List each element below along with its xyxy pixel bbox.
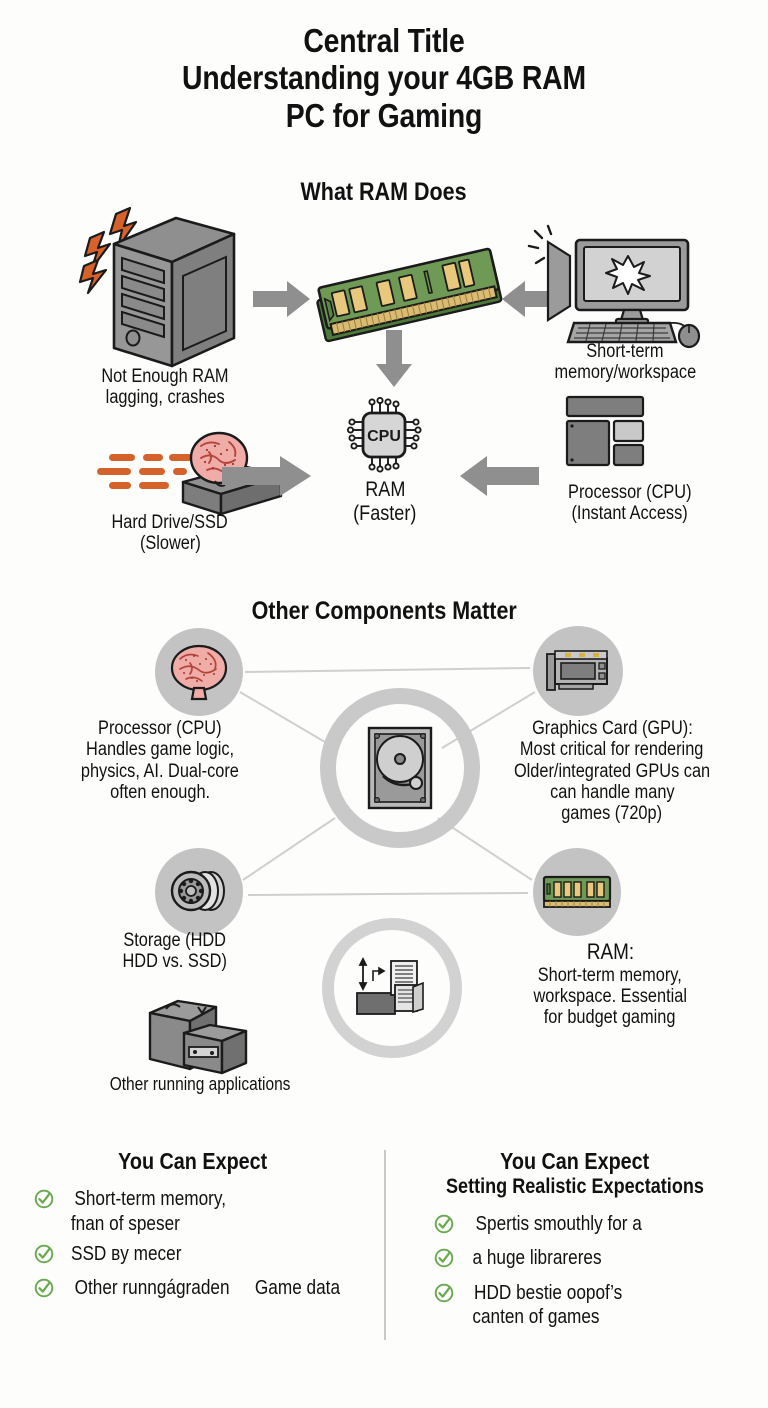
page-title: Central Title Understanding your 4GB RAM… xyxy=(0,22,768,134)
graphics-card-icon xyxy=(546,650,608,691)
check-circle-icon xyxy=(434,1283,454,1309)
expect-left-list: Short-term memory, fnan of speser SSD вy… xyxy=(20,1187,366,1305)
gpu-node-label: Graphics Card (GPU): Most critical for r… xyxy=(513,718,711,825)
cpu-chip-icon: CPU xyxy=(346,396,422,473)
arrow-ram-down xyxy=(375,330,413,388)
title-line-3: PC for Gaming xyxy=(285,96,483,134)
list-item: Short-term memory, fnan of speser xyxy=(34,1187,366,1236)
node-ram[interactable] xyxy=(533,848,621,936)
list-item: a huge librareres xyxy=(434,1246,750,1274)
title-line-2: Understanding your 4GB RAM xyxy=(182,59,586,97)
arrow-processor-to-ram xyxy=(460,455,540,497)
other-components-matter-heading: Other Components Matter xyxy=(251,597,517,625)
short-term-memory-label: Short-term memory/workspace xyxy=(554,341,696,384)
expect-right-list: Spertis smouthly for a a huge librareres xyxy=(400,1212,750,1330)
arrow-tower-to-ram xyxy=(253,280,311,318)
expect-left-panel: You Can Expect Short-term memory, fnan o… xyxy=(20,1148,366,1305)
list-item: Spertis smouthly for a xyxy=(434,1212,750,1240)
brain-icon xyxy=(170,644,228,701)
other-running-applications-label: Other running applications xyxy=(109,1074,291,1094)
title-line-1: Central Title xyxy=(303,22,465,59)
check-circle-icon xyxy=(34,1244,54,1270)
check-circle-icon xyxy=(34,1189,54,1215)
list-item: Other runngágraden Game data xyxy=(34,1276,366,1304)
ram-stick-icon xyxy=(308,240,508,350)
list-item: SSD вy mecer xyxy=(34,1242,366,1270)
disk-platters-icon xyxy=(170,870,225,912)
processor-instant-access-label: Processor (CPU) (Instant Access) xyxy=(568,482,692,525)
pc-tower-overheating-icon xyxy=(70,196,260,381)
arrow-monitor-to-ram xyxy=(502,280,560,318)
expect-left-title: You Can Expect xyxy=(118,1148,268,1174)
hub-data-transfer[interactable] xyxy=(322,918,462,1058)
expect-right-subtitle: Setting Realistic Expectations xyxy=(446,1175,704,1199)
hard-drive-ssd-label: Hard Drive/SSD (Slower) xyxy=(111,512,229,555)
server-towers-icon xyxy=(140,995,252,1075)
list-item: HDD bestie oopof’s canten of games xyxy=(434,1281,750,1330)
ram-module-icon xyxy=(542,875,612,908)
hub-hard-disk-drive[interactable] xyxy=(320,688,480,848)
arrow-harddrive-to-ram xyxy=(222,455,312,497)
storage-node-label: Storage (HDD HDD vs. SSD) xyxy=(122,930,228,973)
cpu-node-label: Processor (CPU) Handles game logic, phys… xyxy=(80,718,240,803)
check-circle-icon xyxy=(434,1214,454,1240)
not-enough-ram-label: Not Enough RAM lagging, crashes xyxy=(101,366,229,409)
svg-text:CPU: CPU xyxy=(367,428,401,445)
expect-right-title: You Can Expect xyxy=(500,1148,650,1174)
node-storage[interactable] xyxy=(155,848,243,936)
data-transfer-documents-icon xyxy=(356,957,424,1015)
hard-disk-drive-icon xyxy=(367,726,433,810)
ram-node-label: RAM: Short-term memory, workspace. Essen… xyxy=(533,939,687,1029)
block-diagram-icon xyxy=(565,395,645,467)
what-ram-does-heading: What RAM Does xyxy=(300,178,468,206)
expect-right-panel: You Can Expect Setting Realistic Expecta… xyxy=(400,1148,750,1329)
monitor-keyboard-mouse-icon xyxy=(524,222,704,349)
check-circle-icon xyxy=(434,1248,454,1274)
node-processor-cpu[interactable] xyxy=(155,628,243,716)
column-divider xyxy=(384,1150,386,1340)
check-circle-icon xyxy=(34,1278,54,1304)
ram-faster-label: RAM (Faster) xyxy=(353,478,417,525)
node-graphics-card[interactable] xyxy=(533,626,623,716)
